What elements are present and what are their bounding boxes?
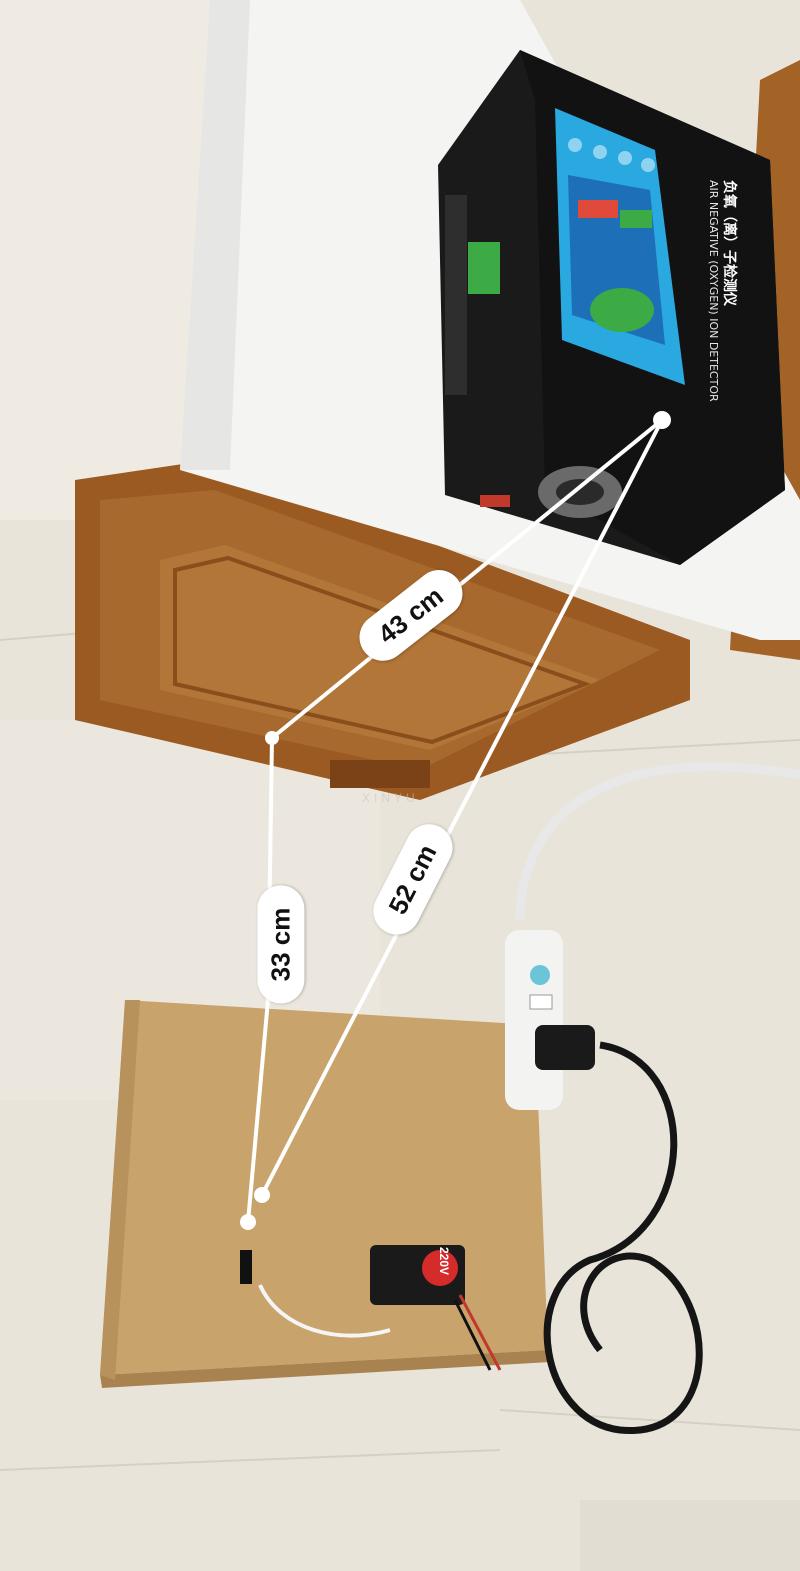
measure-line-43 <box>270 418 664 740</box>
measure-point-device <box>653 411 671 429</box>
device-title-chinese: 负氧（离）子检测仪 <box>721 180 737 306</box>
measurement-overlay <box>240 411 671 1230</box>
measure-line-33-lower <box>246 999 270 1223</box>
ion-detector-device <box>438 50 785 565</box>
measure-point-corner <box>265 731 279 745</box>
measure-point-sensor <box>240 1214 256 1230</box>
watermark: XINYU <box>362 791 419 805</box>
cardboard-box <box>100 1000 550 1388</box>
measure-point-box <box>254 1187 270 1203</box>
device-title-english: AIR NEGATIVE (OXYGEN) ION DETECTOR <box>707 180 720 402</box>
power-strip <box>505 762 800 1434</box>
measure-line-52 <box>260 419 664 1196</box>
sensor-voltage-label: 220V <box>437 1246 452 1276</box>
ion-sensor <box>240 1245 502 1371</box>
measure-label-33: 33 cm <box>257 885 305 1004</box>
